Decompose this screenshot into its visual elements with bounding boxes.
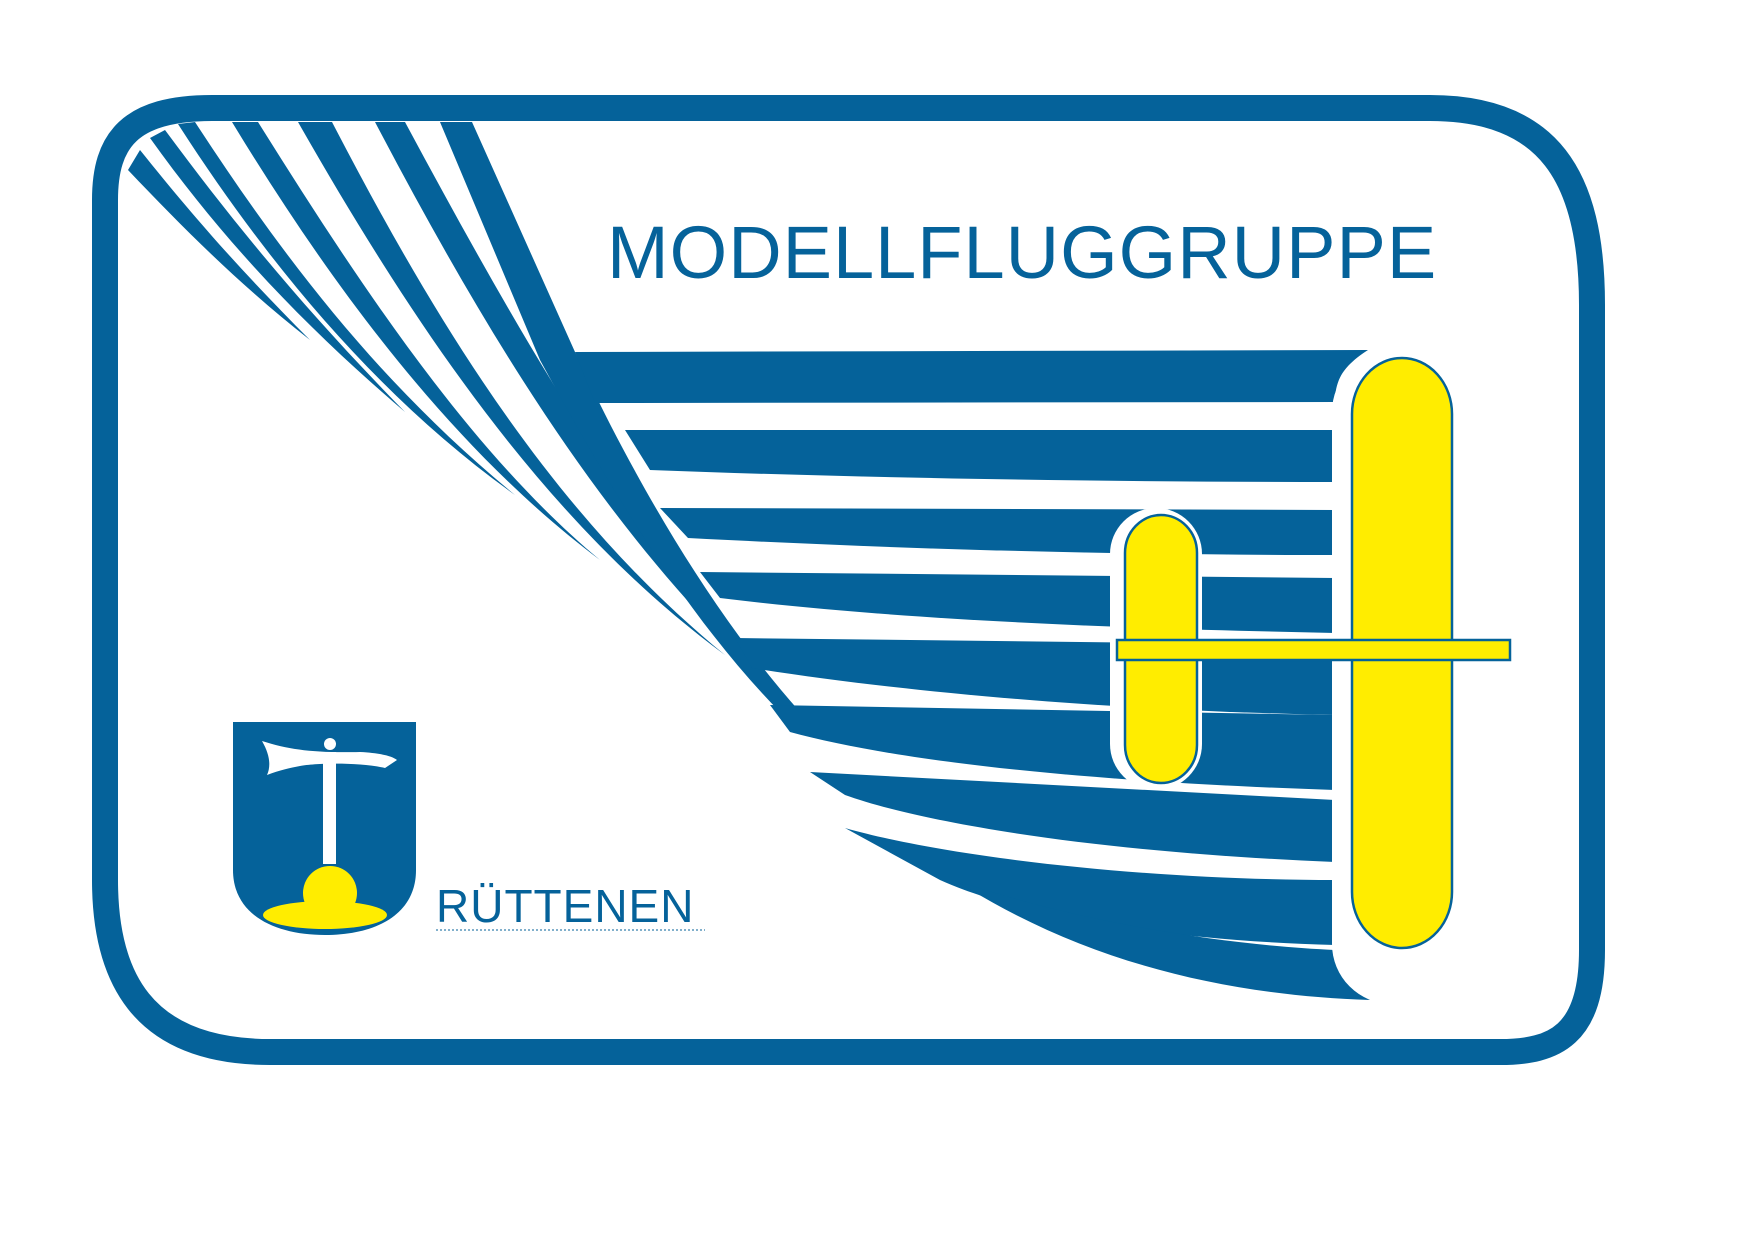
- badge-frame: [92, 95, 1605, 1065]
- streak-3: [178, 122, 515, 495]
- streak-4: [232, 122, 600, 560]
- streak-5: [298, 122, 725, 655]
- streak-7: [440, 122, 800, 712]
- streak-6: [375, 122, 800, 712]
- logo-title: MODELLFLUGGRUPPE: [607, 211, 1437, 294]
- stripe-1: [575, 350, 1368, 403]
- stripe-8: [845, 828, 1335, 945]
- stripe-9: [955, 880, 1370, 1000]
- glider-plane-icon: [1110, 352, 1512, 1004]
- stripe-4: [700, 572, 1335, 633]
- logo-town: RÜTTENEN: [436, 880, 694, 932]
- streak-1: [128, 150, 310, 340]
- stripe-7: [810, 772, 1335, 862]
- coat-of-arms-shield-icon: [233, 722, 416, 935]
- shield-axe-knob: [324, 738, 336, 750]
- glider-fuselage: [1115, 638, 1512, 662]
- shield-mound-top: [303, 866, 357, 920]
- stripe-3: [660, 508, 1335, 555]
- stripe-2: [625, 430, 1335, 482]
- streak-2: [150, 130, 405, 412]
- shield-axe-handle: [323, 752, 336, 864]
